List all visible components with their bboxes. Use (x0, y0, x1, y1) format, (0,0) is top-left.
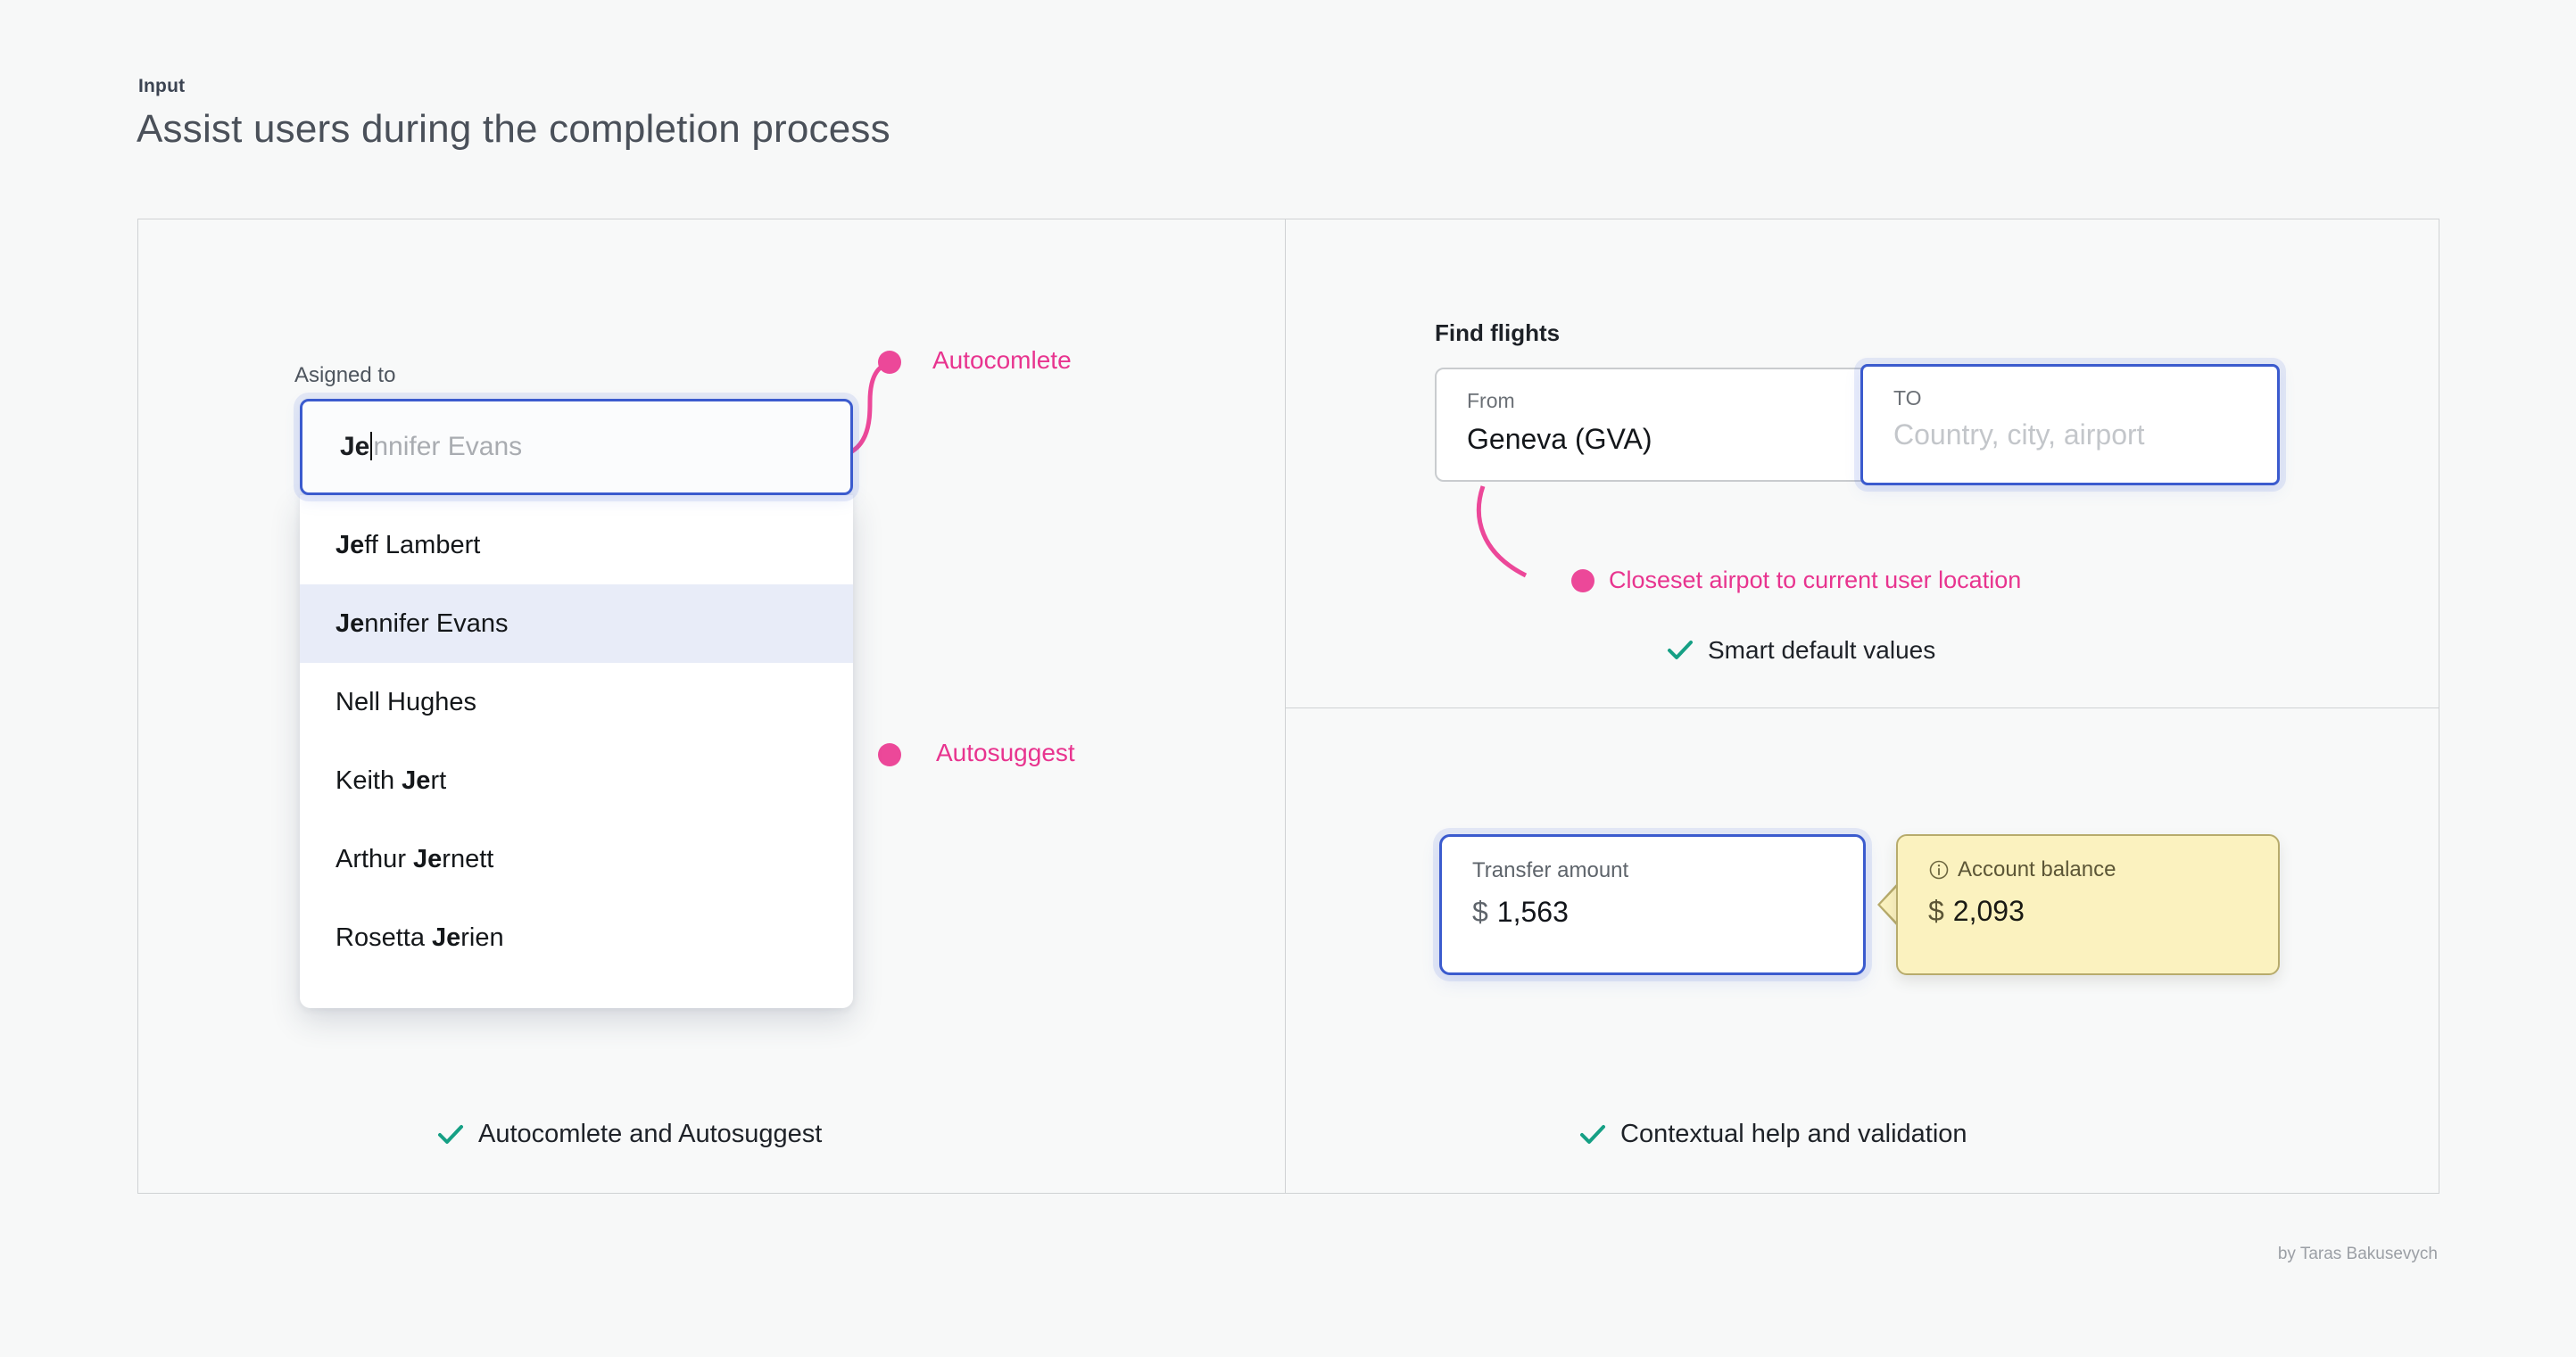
amount-text: 1,563 (1496, 896, 1569, 928)
item-rest: ff Lambert (364, 531, 481, 559)
find-flights-title: Find flights (1435, 319, 1561, 346)
account-balance-tooltip: Account balance $2,093 (1896, 834, 2280, 975)
account-balance-label: Account balance (1958, 857, 2116, 881)
caption-text: Contextual help and validation (1620, 1120, 1967, 1148)
item-rest: Nell Hughes (335, 688, 476, 716)
currency-symbol: $ (1472, 896, 1488, 928)
check-icon (1668, 641, 1693, 659)
to-label: TO (1893, 386, 1922, 410)
item-rest: rnett (442, 845, 494, 873)
annotation-closest-airport: Closeset airpot to current user location (1609, 567, 2022, 593)
to-placeholder: Country, city, airport (1893, 418, 2145, 451)
vertical-divider (1285, 219, 1286, 1194)
from-field[interactable]: From Geneva (GVA) (1435, 368, 1872, 482)
left-panel-caption: Autocomlete and Autosuggest (437, 1120, 822, 1149)
annotation-autosuggest: Autosuggest (936, 739, 1075, 766)
info-icon (1929, 860, 1949, 880)
list-item[interactable]: Arthur Jernett (300, 820, 853, 898)
right-top-caption: Smart default values (1667, 636, 1935, 665)
item-match: Je (432, 923, 461, 952)
input-completion-text: nnifer Evans (373, 432, 523, 461)
account-balance-value: $2,093 (1928, 895, 2025, 928)
currency-symbol: $ (1928, 895, 1944, 927)
transfer-amount-value: $1,563 (1472, 896, 1569, 929)
item-match: Je (335, 609, 365, 638)
list-item[interactable]: Jennifer Evans (300, 584, 853, 663)
item-rest: rt (430, 766, 447, 795)
list-item[interactable]: Keith Jert (300, 741, 853, 820)
input-typed-text: Je (340, 432, 370, 461)
from-label: From (1467, 389, 1515, 412)
caption-text: Autocomlete and Autosuggest (478, 1120, 823, 1148)
annotation-autocomplete: Autocomlete (932, 346, 1072, 374)
list-item[interactable]: Rosetta Jerien (300, 898, 853, 977)
item-prefix: Keith (335, 766, 402, 795)
item-prefix: Arthur (335, 845, 414, 873)
item-match: Je (413, 845, 443, 873)
from-value: Geneva (GVA) (1467, 423, 1652, 455)
caption-text: Smart default values (1708, 636, 1936, 664)
item-prefix: Rosetta (335, 923, 432, 952)
transfer-amount-field[interactable]: Transfer amount $1,563 (1439, 834, 1866, 975)
check-icon (438, 1124, 463, 1144)
transfer-amount-label: Transfer amount (1472, 858, 1629, 882)
to-field[interactable]: TO Country, city, airport (1860, 364, 2280, 485)
list-item[interactable]: Jeff Lambert (300, 506, 853, 584)
page-title: Assist users during the completion proce… (137, 107, 890, 151)
item-rest: rien (460, 923, 504, 952)
item-match: Je (335, 531, 365, 559)
page-eyebrow: Input (138, 76, 186, 96)
list-item[interactable]: Nell Hughes (300, 663, 853, 741)
account-balance-header: Account balance (1928, 857, 2116, 882)
text-caret (370, 432, 373, 460)
autosuggest-dropdown[interactable]: Jeff Lambert Jennifer Evans Nell Hughes … (300, 495, 853, 1008)
horizontal-divider (1285, 707, 2439, 708)
check-icon (1580, 1124, 1605, 1144)
item-match: Je (402, 766, 431, 795)
tooltip-pointer (1877, 881, 1899, 928)
byline: by Taras Bakusevych (2277, 1245, 2438, 1263)
amount-text: 2,093 (1952, 895, 2025, 927)
item-rest: nnifer Evans (364, 609, 509, 638)
assigned-to-label: Asigned to (294, 363, 396, 387)
right-bottom-caption: Contextual help and validation (1579, 1120, 1967, 1149)
